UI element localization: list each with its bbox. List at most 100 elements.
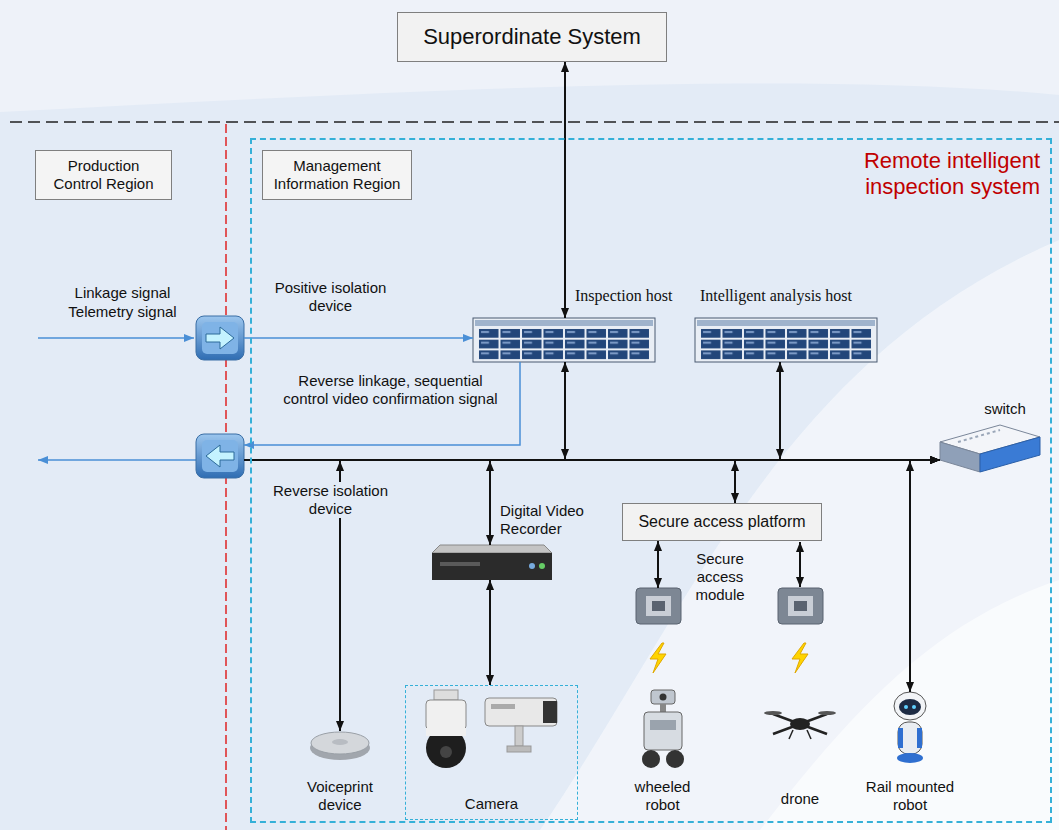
background-part <box>0 0 1059 112</box>
bullet-camera-icon-part <box>507 746 531 752</box>
rail-robot-icon-part <box>898 722 922 754</box>
drone-icon-part <box>764 711 782 715</box>
signal-label: Linkage signal <box>45 284 200 302</box>
connector <box>244 337 473 339</box>
connector <box>657 541 659 588</box>
device-label: Rail mounted robot <box>860 778 960 814</box>
connector <box>565 362 940 460</box>
drone: drone <box>765 708 835 740</box>
region-box-text: Management Information Region <box>271 157 403 193</box>
video-recorder: Digital Video Recorder <box>432 545 552 580</box>
connector <box>244 362 520 445</box>
module-link <box>800 542 801 587</box>
module-icon-part <box>794 601 807 611</box>
device-label: Inspection host <box>575 286 715 305</box>
switch-icon-part <box>980 437 1040 472</box>
signal-arrows <box>38 338 196 460</box>
dome-camera-icon-part <box>426 728 466 736</box>
isolation-icon <box>196 434 244 478</box>
server-host: Intelligent analysis host <box>695 318 877 362</box>
drone-icon-part <box>789 730 793 739</box>
wheeled-robot-icon <box>642 690 684 768</box>
isolation-icon-part <box>202 440 238 472</box>
module-icon-part <box>788 596 813 616</box>
network-switch: switch <box>940 425 1040 472</box>
drone-icon <box>764 711 836 739</box>
wheeled-robot-icon-part <box>642 750 660 768</box>
isolation-device: Positive isolation device <box>196 316 244 360</box>
wheeled-robot-icon-part <box>660 694 667 701</box>
switch-icon-part <box>940 442 980 472</box>
switch-icon-part <box>958 430 1000 442</box>
signal-label: Telemetry signal <box>45 303 200 321</box>
system-region: Remote intelligent inspection system Mana… <box>250 138 1052 823</box>
camera-group: Camera <box>405 685 578 820</box>
bullet-camera-icon-part <box>515 726 523 746</box>
server-icon-part <box>697 320 875 326</box>
connector <box>780 362 940 460</box>
isolation-device: Reverse isolation device <box>196 434 244 478</box>
rail-robot-icon-part <box>897 753 923 763</box>
device-label: wheeled robot <box>625 778 700 814</box>
wireless-bolt-part <box>650 643 666 673</box>
dome-camera-icon-part <box>440 746 452 758</box>
device-label: Voiceprint device <box>290 778 390 814</box>
voiceprint-device: Voiceprint device <box>310 731 370 759</box>
bullet-camera-icon-part <box>543 701 557 723</box>
wheeled-robot-icon-part <box>666 750 684 768</box>
module-icon <box>778 588 823 624</box>
rail-robot-icon-part <box>917 728 922 748</box>
bullet-camera-icon-part <box>491 704 515 709</box>
edge-label: Reverse linkage, sequential control vide… <box>283 372 498 408</box>
region-heading: Remote intelligent inspection system <box>800 148 1040 201</box>
recorder-icon-part <box>432 545 552 553</box>
rail-robot-icon-part <box>904 705 908 709</box>
connector <box>340 460 940 731</box>
voiceprint-icon <box>310 732 370 760</box>
module-link-part <box>799 542 801 587</box>
dome-camera-icon-part <box>434 690 458 700</box>
wheeled-robot-icon-part <box>651 690 675 704</box>
recorder-icon-part <box>432 553 552 580</box>
recorder-icon-part <box>539 563 545 569</box>
region-box-text: Production Control Region <box>44 157 163 193</box>
platform-box: Secure access platform <box>622 503 822 541</box>
recorder-icon <box>432 545 552 580</box>
boundary-lines-part <box>10 121 1059 123</box>
recorder-icon-part <box>440 562 480 566</box>
signal-arrows-part <box>38 459 196 461</box>
device-label: drone <box>760 790 840 808</box>
rail-robot-icon-part <box>898 728 903 748</box>
device-label: Secure access module <box>689 550 751 604</box>
wheeled-robot: wheeled robot <box>640 690 685 770</box>
wireless-bolt <box>650 643 808 673</box>
system-box-text: Superordinate System <box>406 24 658 50</box>
system-box: Superordinate System <box>397 12 667 62</box>
rail-robot-icon-part <box>894 692 926 720</box>
rail-robot-icon <box>894 692 926 763</box>
module-icon-part <box>636 588 681 624</box>
isolation-icon-part <box>196 434 244 478</box>
switch-icon <box>940 425 1040 472</box>
dome-camera-icon <box>426 690 466 768</box>
module-icon-part <box>646 596 671 616</box>
wheeled-robot-icon-part <box>660 704 666 712</box>
recorder-icon-part <box>529 563 535 569</box>
device-label: switch <box>970 400 1040 418</box>
boundary-lines <box>10 122 1059 830</box>
isolation-icon-part <box>202 322 238 354</box>
drone-icon-part <box>773 714 827 734</box>
module-icon <box>636 588 681 624</box>
isolation-icon-part <box>206 445 234 467</box>
wireless-bolt-part <box>792 643 808 673</box>
rail-robot-icon-part <box>912 705 916 709</box>
server-icon-part <box>473 318 655 362</box>
drone-icon-part <box>807 730 811 739</box>
dome-camera-icon-part <box>426 700 466 730</box>
